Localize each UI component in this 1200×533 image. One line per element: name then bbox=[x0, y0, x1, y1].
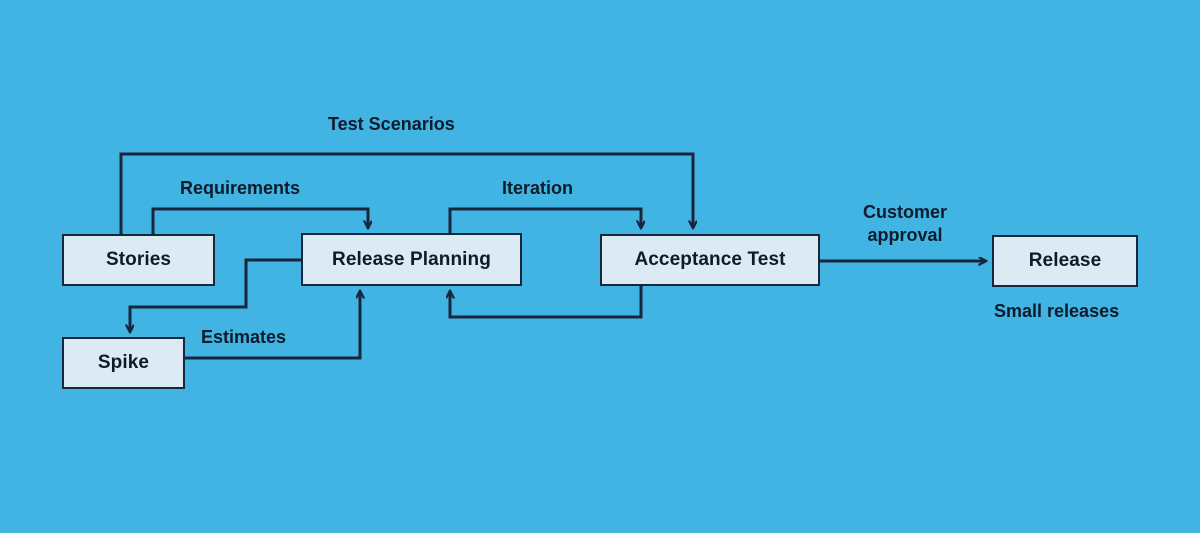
edge-label-requirements: Requirements bbox=[180, 178, 301, 198]
edge-label-iteration: Iteration bbox=[502, 178, 574, 198]
edge-requirements bbox=[151, 207, 368, 234]
note-small-releases: Small releases bbox=[994, 301, 1120, 321]
node-stories-label: Stories bbox=[105, 249, 172, 270]
edge-release-planning-to-spike bbox=[130, 258, 301, 332]
node-spike-label: Spike bbox=[97, 352, 150, 373]
node-acceptance-test[interactable]: Acceptance Test bbox=[600, 234, 820, 286]
edge-estimates bbox=[185, 291, 360, 360]
edge-label-estimates: Estimates bbox=[201, 327, 287, 347]
node-acceptance-test-label: Acceptance Test bbox=[634, 249, 786, 270]
node-release[interactable]: Release bbox=[992, 235, 1138, 287]
node-stories[interactable]: Stories bbox=[62, 234, 215, 286]
edge-label-customer-approval: Customer approval bbox=[862, 202, 947, 245]
edge-iteration bbox=[448, 207, 641, 233]
node-release-label: Release bbox=[1028, 250, 1102, 271]
node-spike[interactable]: Spike bbox=[62, 337, 185, 389]
edge-acceptance-to-release-planning bbox=[450, 286, 643, 319]
node-release-planning[interactable]: Release Planning bbox=[301, 233, 522, 286]
node-release-planning-label: Release Planning bbox=[332, 248, 491, 270]
edge-label-test-scenarios: Test Scenarios bbox=[328, 114, 455, 134]
edge-test-scenarios bbox=[119, 152, 693, 234]
